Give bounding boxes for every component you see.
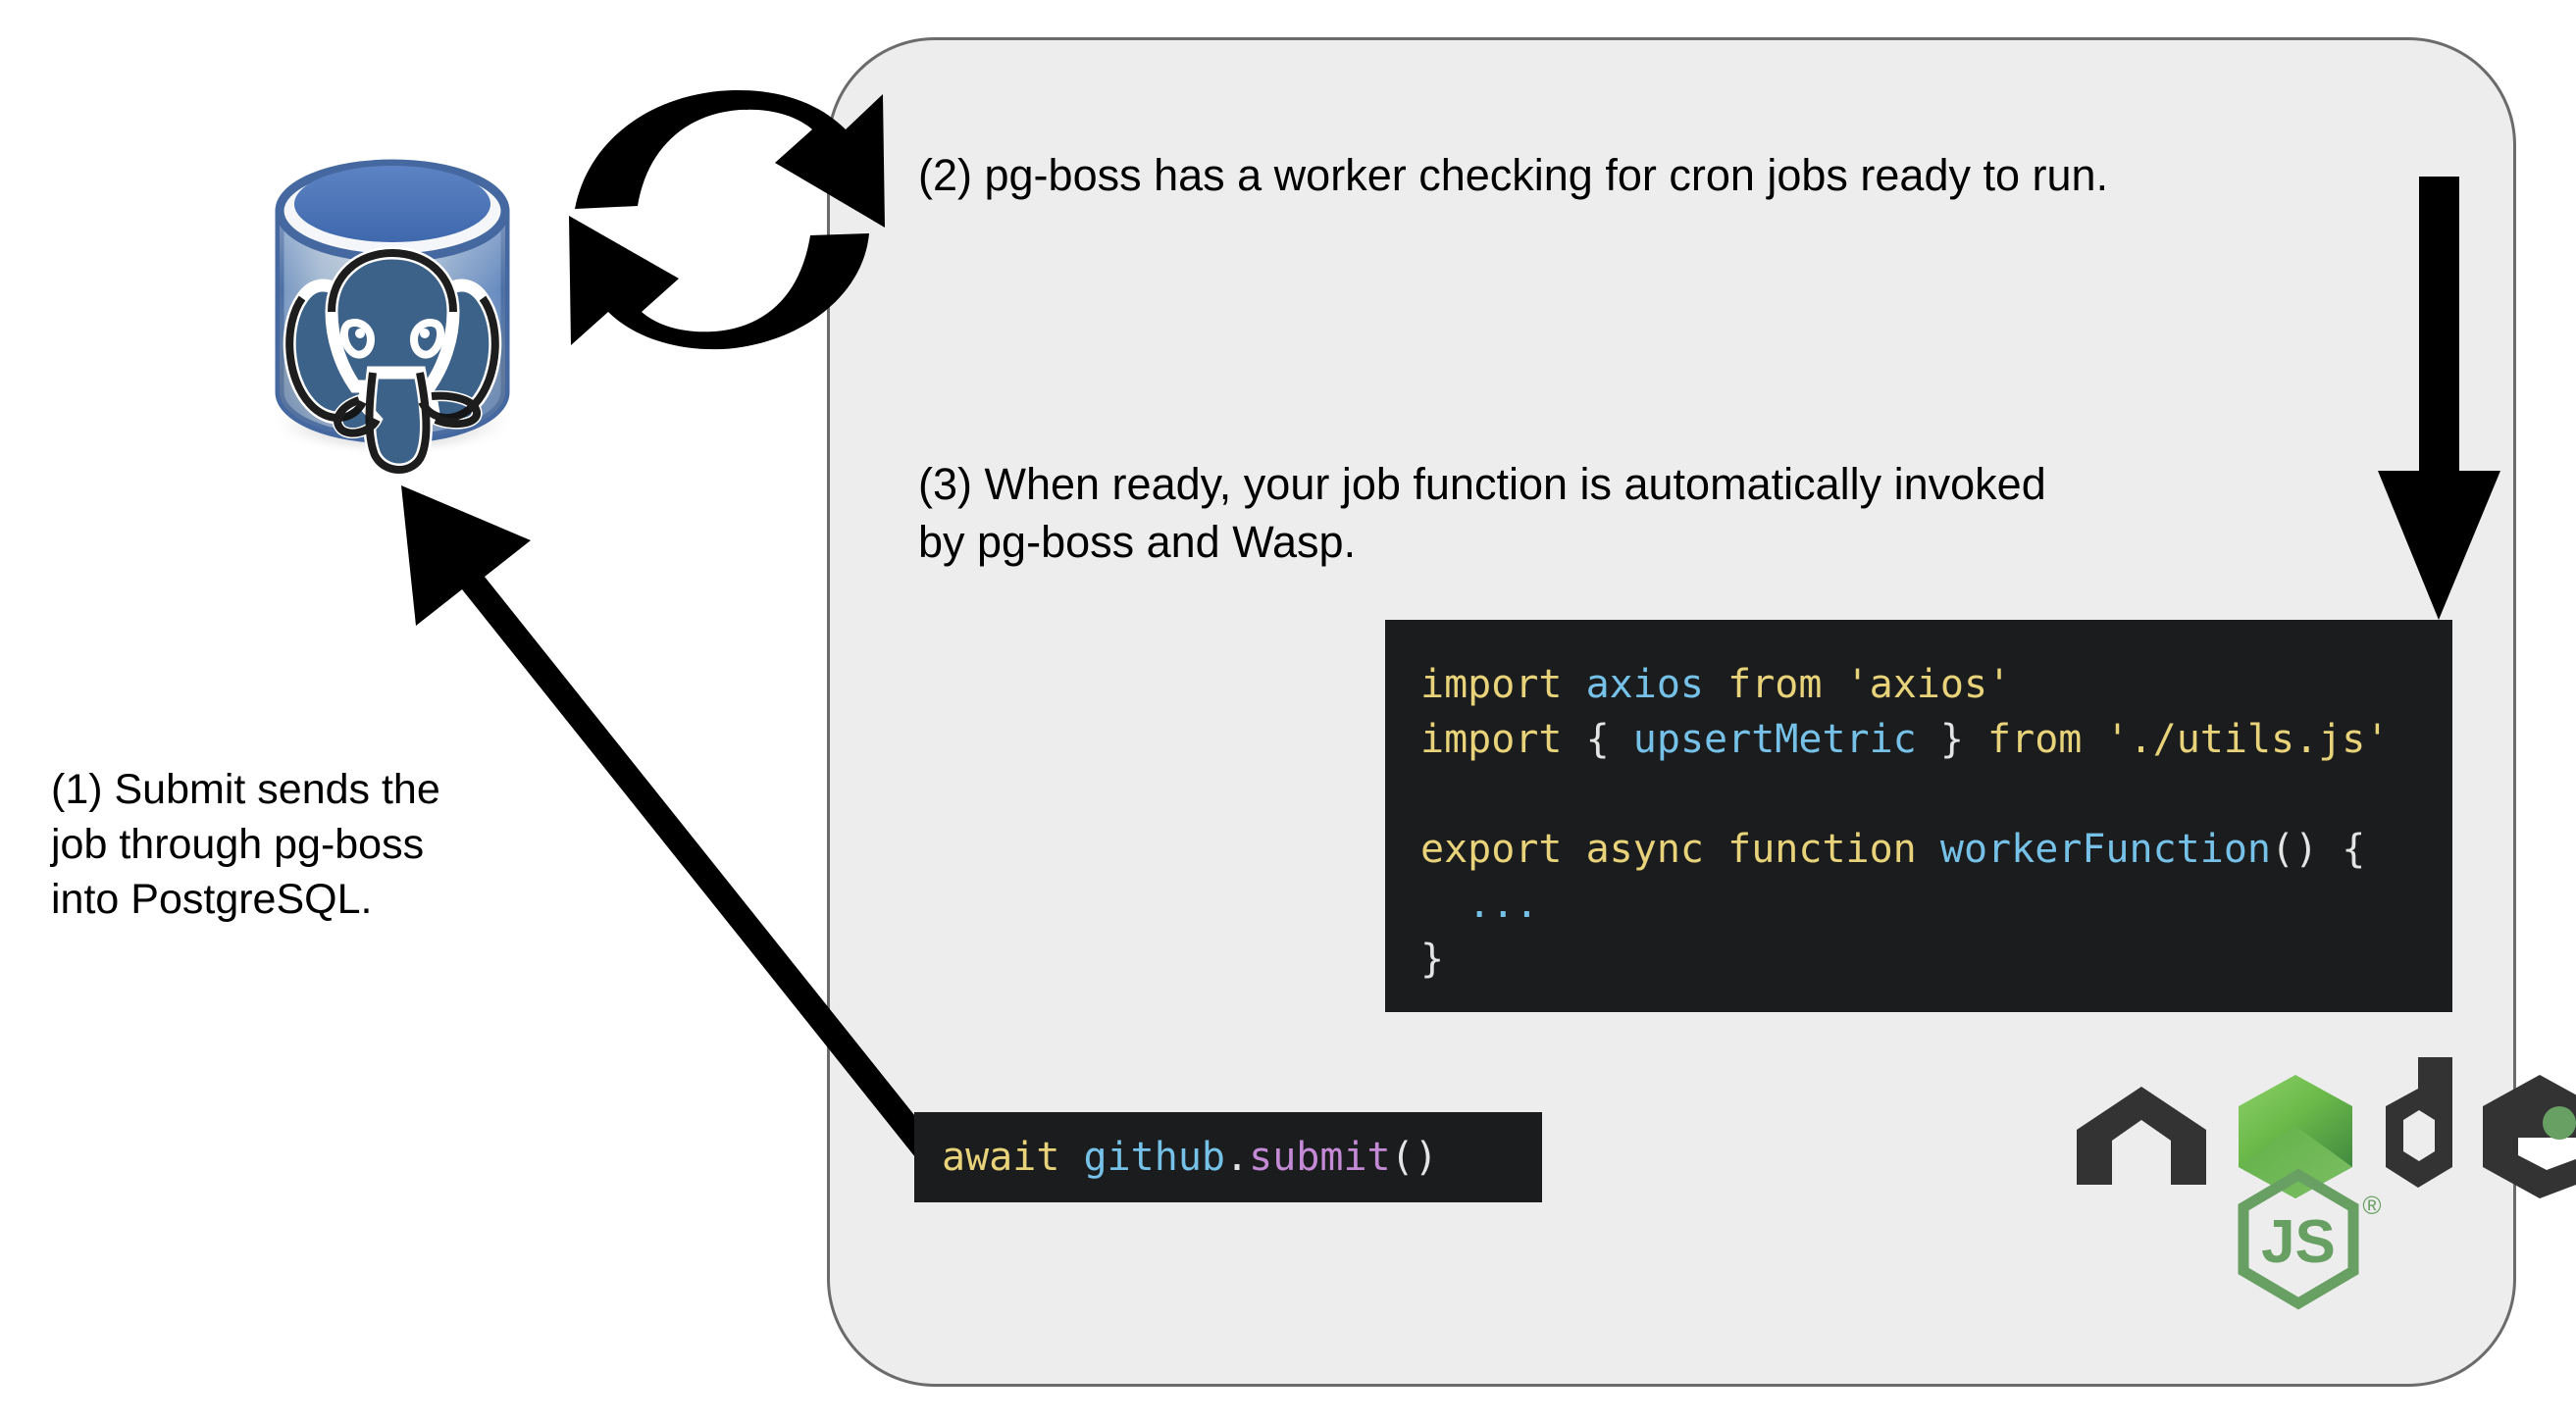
code-token — [2082, 717, 2105, 762]
code-token: { — [1585, 717, 1610, 762]
worker-invokes-code-arrow — [2378, 177, 2500, 620]
code-token — [2318, 827, 2342, 872]
code-token — [1704, 827, 1727, 872]
code-token: await — [942, 1135, 1060, 1180]
code-token: () — [2271, 827, 2319, 872]
step-1-annotation: (1) Submit sends the job through pg-boss… — [51, 766, 440, 923]
code-token: 'axios' — [1845, 662, 2012, 707]
code-token — [1563, 662, 1586, 707]
code-line: export async function workerFunction() { — [1420, 822, 2452, 877]
code-token: from — [1987, 717, 2083, 762]
code-token: from — [1727, 662, 1823, 707]
code-token: github — [1083, 1135, 1226, 1180]
code-line: ... — [1420, 877, 2452, 932]
code-token: } — [1420, 937, 1445, 982]
code-token: export — [1420, 827, 1563, 872]
code-token: workerFunction — [1939, 827, 2272, 872]
sync-arrows-icon — [569, 89, 885, 350]
code-line: import axios from 'axios' — [1420, 657, 2452, 712]
nodejs-logo: JS ® — [2077, 1057, 2576, 1310]
code-token: ... — [1468, 882, 1539, 927]
code-token: import — [1420, 717, 1563, 762]
code-token: () — [1390, 1135, 1438, 1180]
code-token: upsertMetric — [1632, 717, 1917, 762]
code-token — [1704, 662, 1727, 707]
code-token: async — [1585, 827, 1705, 872]
code-token: function — [1727, 827, 1917, 872]
postgresql-database-icon — [267, 159, 518, 477]
code-line: } — [1420, 932, 2452, 987]
code-token: import — [1420, 662, 1563, 707]
code-token: } — [1939, 717, 1964, 762]
code-token: './utils.js' — [2105, 717, 2390, 762]
code-token — [1917, 717, 1940, 762]
submit-to-database-arrow — [401, 485, 946, 1167]
code-token: { — [2342, 827, 2366, 872]
code-token — [1917, 827, 1940, 872]
svg-text:®: ® — [2362, 1191, 2381, 1220]
code-token — [1563, 827, 1586, 872]
code-line — [1420, 767, 2452, 822]
code-token: . — [1225, 1135, 1250, 1180]
step-3-annotation: (3) When ready, your job function is aut… — [918, 459, 2046, 567]
code-line: import { upsertMetric } from './utils.js… — [1420, 712, 2452, 767]
code-token — [1420, 882, 1468, 927]
worker-function-code-block: import axios from 'axios'import { upsert… — [1385, 620, 2452, 1012]
nodejs-js-badge: JS ® — [2238, 1168, 2382, 1310]
code-token — [1563, 717, 1586, 762]
code-token — [1822, 662, 1845, 707]
step-2-annotation: (2) pg-boss has a worker checking for cr… — [918, 150, 2109, 200]
code-token — [1610, 717, 1633, 762]
submit-call-code-block: await github.submit() — [914, 1112, 1542, 1202]
code-token: axios — [1585, 662, 1705, 707]
code-token: submit — [1249, 1135, 1391, 1180]
code-token — [1964, 717, 1987, 762]
code-token — [1059, 1135, 1083, 1180]
svg-text:JS: JS — [2261, 1208, 2336, 1276]
